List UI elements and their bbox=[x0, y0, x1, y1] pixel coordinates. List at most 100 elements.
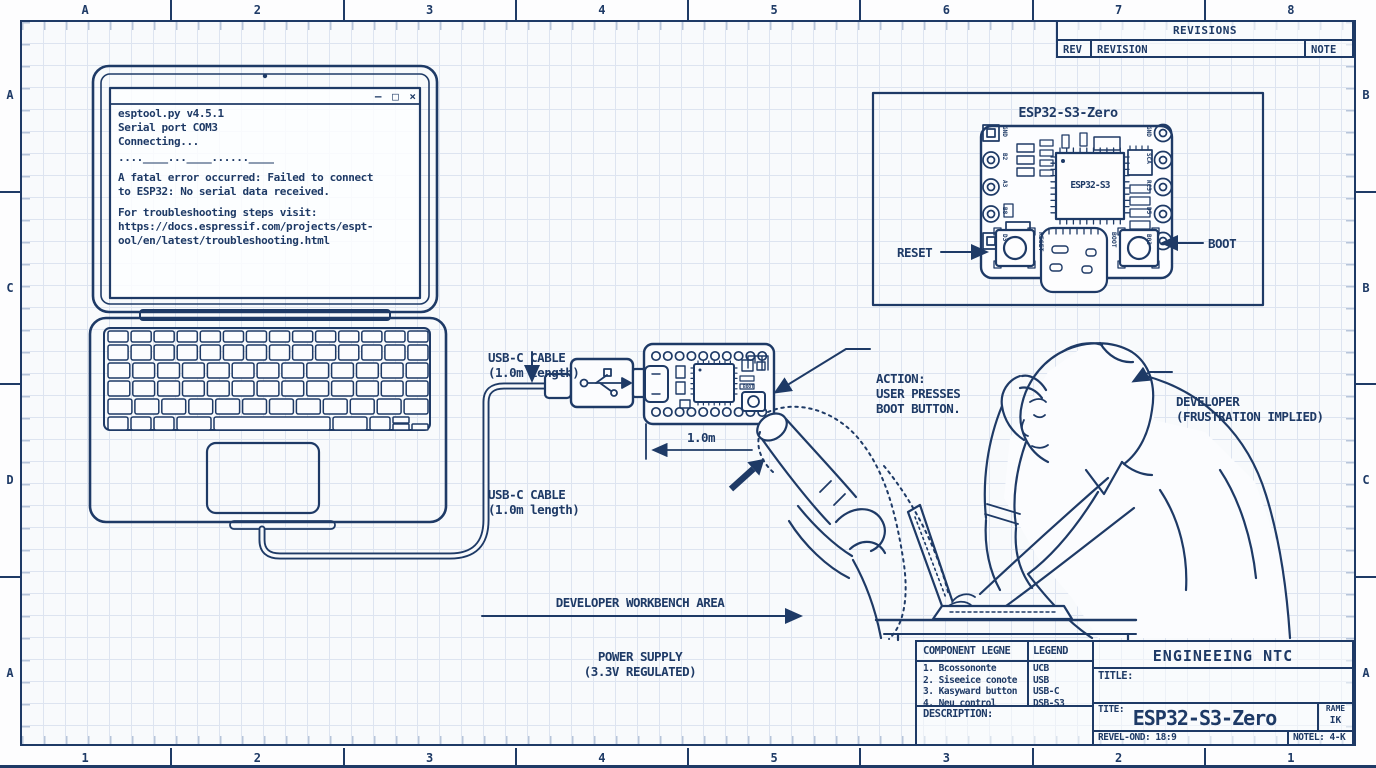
ruler-cell: 5 bbox=[689, 0, 862, 20]
ruler-cell: 7 bbox=[1034, 0, 1206, 20]
terminal-line: ....____...____......____ bbox=[118, 151, 274, 164]
ruler-cell: 3 bbox=[861, 748, 1034, 768]
pin-label: GND bbox=[1145, 126, 1152, 137]
pin-label: SCA bbox=[1145, 153, 1152, 164]
boot-button-silkscreen: BOOT bbox=[1110, 232, 1118, 248]
notel-label: NOTEL: 4-K bbox=[1293, 732, 1346, 743]
ruler-cell: B bbox=[1356, 0, 1376, 193]
company-name: ENGINEEING NTC bbox=[1152, 647, 1294, 665]
detail-box bbox=[871, 91, 1265, 307]
tite-label: TITE: bbox=[1098, 704, 1125, 715]
window-controls-icons: – □ × bbox=[374, 90, 418, 103]
terminal-line: Serial port COM3 bbox=[118, 121, 218, 134]
pin-label: RC3 bbox=[1145, 180, 1152, 191]
terminal-line: Connecting... bbox=[118, 135, 199, 148]
ruler-cell: 1 bbox=[0, 748, 173, 768]
pin-label: A3 bbox=[1001, 180, 1008, 188]
terminal-line: esptool.py v4.5.1 bbox=[118, 107, 224, 120]
ruler-cell: A bbox=[0, 0, 20, 193]
ruler-cell: 6 bbox=[861, 0, 1034, 20]
boot-label: BOOT bbox=[1208, 236, 1237, 251]
pin-label: GND bbox=[1001, 126, 1008, 137]
laptop-outline bbox=[88, 64, 448, 530]
pin-label: B2 bbox=[1001, 153, 1008, 161]
legend-item: USB-C bbox=[1033, 686, 1060, 697]
ruler-cell: 5 bbox=[689, 748, 862, 768]
description-label: DESCRIPTION: bbox=[923, 708, 993, 720]
ruler-cell: 2 bbox=[172, 0, 345, 20]
ruler-cell: C bbox=[1356, 385, 1376, 578]
ruler-cell: A bbox=[6, 665, 14, 680]
ruler-cell: C bbox=[0, 193, 20, 385]
ruler-cell: 2 bbox=[172, 748, 345, 768]
antenna-trace bbox=[747, 355, 769, 371]
cable-dimension-label: 1.0m bbox=[686, 430, 716, 445]
revisions-table: REVISIONS REV REVISION NOTE bbox=[1056, 20, 1354, 58]
frame-ticks-left bbox=[22, 22, 30, 743]
keyboard-keys bbox=[107, 330, 429, 431]
ruler-cell: A bbox=[1362, 665, 1370, 680]
usb-trident-icon bbox=[579, 368, 632, 397]
component-item: 4. Neu control bbox=[923, 697, 997, 709]
pin-label: B8 bbox=[1001, 207, 1008, 215]
legend-item: UCB bbox=[1033, 663, 1049, 674]
power-supply-label: POWER SUPPLY(3.3V REGULATED) bbox=[583, 649, 697, 679]
terminal-line: to ESP32: No serial data received. bbox=[118, 185, 330, 198]
rame-label: RAME bbox=[1325, 704, 1346, 713]
revisions-col-revision: REVISION bbox=[1092, 41, 1306, 58]
usb-cable bbox=[258, 357, 649, 560]
ruler-cell: 1 bbox=[1287, 751, 1295, 765]
press-arrow bbox=[728, 458, 765, 492]
ruler-cell: 4 bbox=[517, 0, 689, 20]
pin-label: B03 bbox=[1145, 234, 1152, 245]
usb-cable-label-bottom: USB-C CABLE(1.0m length) bbox=[488, 487, 580, 517]
pin-label: D3 bbox=[1001, 234, 1008, 242]
ruler-cell: D bbox=[0, 385, 20, 578]
developer-figure bbox=[945, 341, 1292, 640]
component-item: 2. Siseeice conote bbox=[923, 674, 1017, 686]
ruler-cell: 3 bbox=[345, 748, 517, 768]
rame-value: IK bbox=[1329, 715, 1342, 726]
revisions-title: REVISIONS bbox=[1058, 22, 1352, 41]
terminal-line: ool/en/latest/troubleshooting.html bbox=[118, 234, 330, 247]
component-item: 1. Bcossononte bbox=[923, 663, 997, 674]
terminal-line: A fatal error occurred: Failed to connec… bbox=[118, 171, 374, 184]
reset-button-silkscreen: RESET bbox=[1037, 232, 1045, 252]
detail-chip-label: ESP32-S3 bbox=[1070, 180, 1110, 191]
frame-ticks-bottom bbox=[22, 736, 1353, 744]
ruler-cell: 2 bbox=[1034, 748, 1206, 768]
terminal-line: For troubleshooting steps visit: bbox=[118, 206, 318, 219]
ruler-cell: 3 bbox=[345, 0, 517, 20]
revel-label: REVEL-OND: 18:9 bbox=[1098, 732, 1177, 743]
ruler-cell: 8 bbox=[1287, 3, 1295, 17]
workbench-label: DEVELOPER WORKBENCH AREA bbox=[555, 595, 725, 610]
drawing-title: ESP32-S3-Zero bbox=[1132, 706, 1278, 730]
frame-ticks-right bbox=[1346, 22, 1354, 743]
action-leader bbox=[773, 348, 871, 394]
usb-cable-label-top: USB-C CABLE(1.0m length) bbox=[488, 350, 580, 380]
developer-callout: DEVELOPER(FRUSTRATION IMPLIED) bbox=[1176, 394, 1324, 424]
title-label: TITLE: bbox=[1098, 670, 1133, 682]
pin-label: D5 bbox=[1145, 207, 1152, 215]
dimension-line bbox=[645, 423, 753, 460]
usbc-connector-detail bbox=[1039, 226, 1109, 294]
desk bbox=[874, 618, 1138, 642]
legend-item: DSB-S3 bbox=[1033, 697, 1065, 709]
terminal-line: https://docs.espressif.com/projects/espt… bbox=[118, 220, 374, 233]
terminal-window bbox=[108, 86, 422, 300]
boot-button-mid bbox=[741, 391, 766, 412]
detail-box-title: ESP32-S3-Zero bbox=[1018, 105, 1118, 121]
reset-label: RESET bbox=[897, 245, 933, 260]
legend-header: LEGEND bbox=[1033, 645, 1068, 657]
revisions-col-rev: REV bbox=[1058, 41, 1092, 58]
reset-button-detail bbox=[993, 227, 1036, 269]
trackpad bbox=[205, 441, 321, 515]
